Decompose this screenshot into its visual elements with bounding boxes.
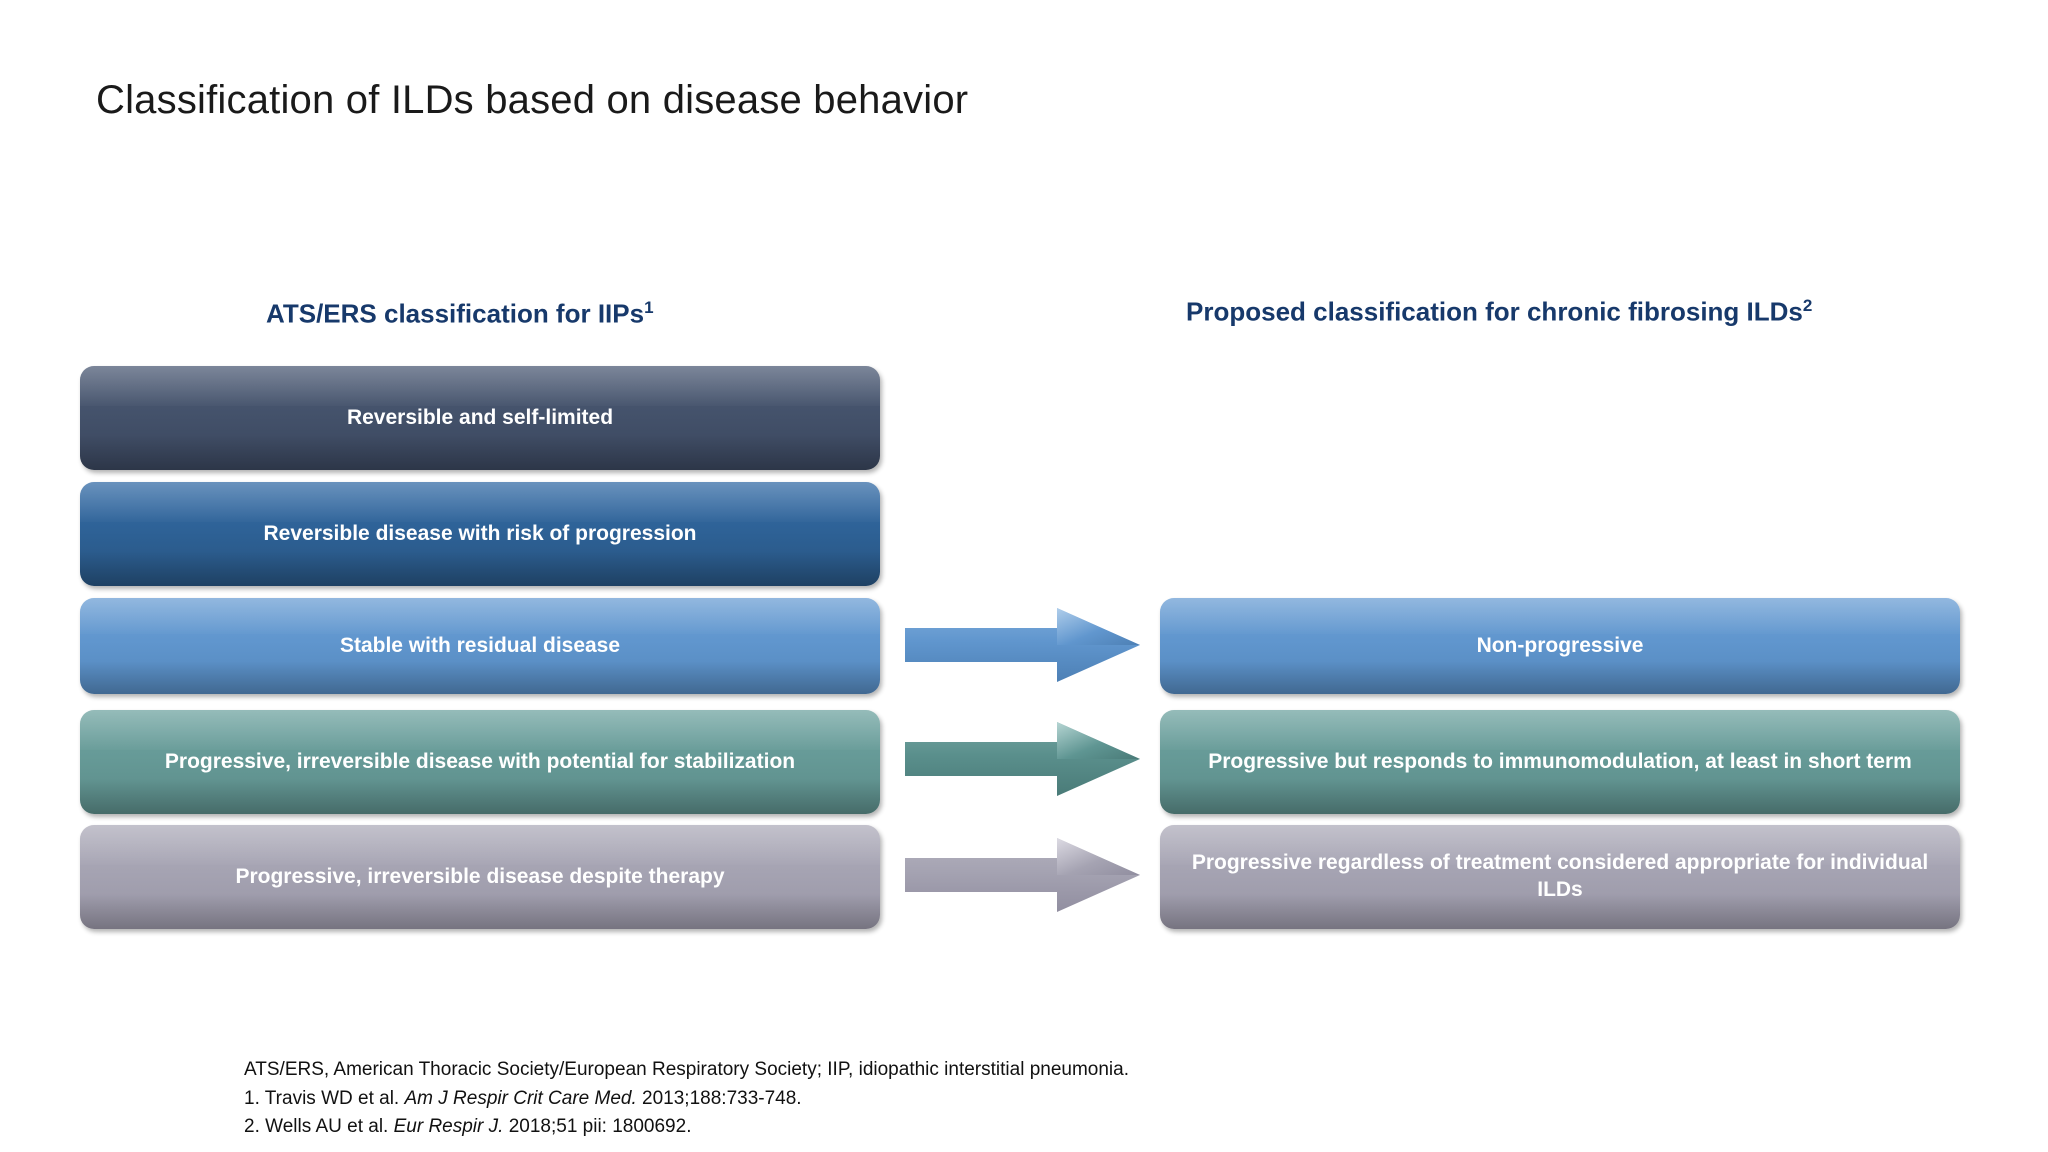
footnote-reference-2-journal: Eur Respir J. <box>393 1116 504 1137</box>
page-title: Classification of ILDs based on disease … <box>96 78 969 122</box>
footnote-reference-1-citation: 2013;188:733-748. <box>636 1087 802 1109</box>
left-box-progressive-despite-therapy: Progressive, irreversible disease despit… <box>80 825 880 929</box>
left-box-reversible-risk-of-progression: Reversible disease with risk of progress… <box>80 482 880 586</box>
left-box-progressive-with-potential-for-stabilization: Progressive, irreversible disease with p… <box>80 710 880 814</box>
column-header-left-text: ATS/ERS classification for IIPs <box>266 298 645 329</box>
right-box-label: Progressive but responds to immunomodula… <box>1208 749 1912 773</box>
right-box-progressive-regardless-of-treatment: Progressive regardless of treatment cons… <box>1160 825 1960 929</box>
footnotes: ATS/ERS, American Thoracic Society/Europ… <box>244 1056 1129 1142</box>
column-header-right-superscript: 2 <box>1802 296 1813 315</box>
footnote-reference-2-authors: 2. Wells AU et al. <box>244 1116 394 1137</box>
column-header-left-superscript: 1 <box>644 298 654 317</box>
footnote-reference-1-journal: Am J Respir Crit Care Med. <box>404 1087 637 1109</box>
arrow-right-icon-non-progressive <box>905 608 1140 682</box>
footnote-reference-1-authors: 1. Travis WD et al. <box>244 1087 405 1109</box>
arrow-right-icon-progressive-regardless <box>905 838 1140 912</box>
right-box-label: Non-progressive <box>1476 633 1644 657</box>
left-box-label: Reversible and self-limited <box>346 405 614 429</box>
left-box-label: Progressive, irreversible disease with p… <box>164 749 796 773</box>
left-box-stable-with-residual-disease: Stable with residual disease <box>80 598 880 694</box>
column-header-right: Proposed classification for chronic fibr… <box>1186 296 1812 328</box>
arrow-right-icon-progressive-immuno <box>905 722 1140 796</box>
footnote-reference-2-citation: 2018;51 pii: 1800692. <box>503 1116 692 1137</box>
left-box-reversible-self-limited: Reversible and self-limited <box>80 366 880 470</box>
right-box-non-progressive: Non-progressive <box>1160 598 1960 694</box>
left-box-label: Progressive, irreversible disease despit… <box>235 864 725 888</box>
footnote-reference-1: 1. Travis WD et al. Am J Respir Crit Car… <box>244 1085 1129 1114</box>
column-header-left: ATS/ERS classification for IIPs1 <box>266 298 654 330</box>
left-box-label: Stable with residual disease <box>339 633 621 657</box>
right-box-label: Progressive regardless of treatment cons… <box>1191 851 1929 901</box>
footnote-abbreviations: ATS/ERS, American Thoracic Society/Europ… <box>244 1059 1129 1080</box>
right-box-progressive-responds-to-immunomodulation: Progressive but responds to immunomodula… <box>1160 710 1960 814</box>
left-box-label: Reversible disease with risk of progress… <box>263 521 697 545</box>
footnote-reference-2: 2. Wells AU et al. Eur Respir J. 2018;51… <box>244 1113 1129 1142</box>
column-header-right-text: Proposed classification for chronic fibr… <box>1186 296 1803 327</box>
